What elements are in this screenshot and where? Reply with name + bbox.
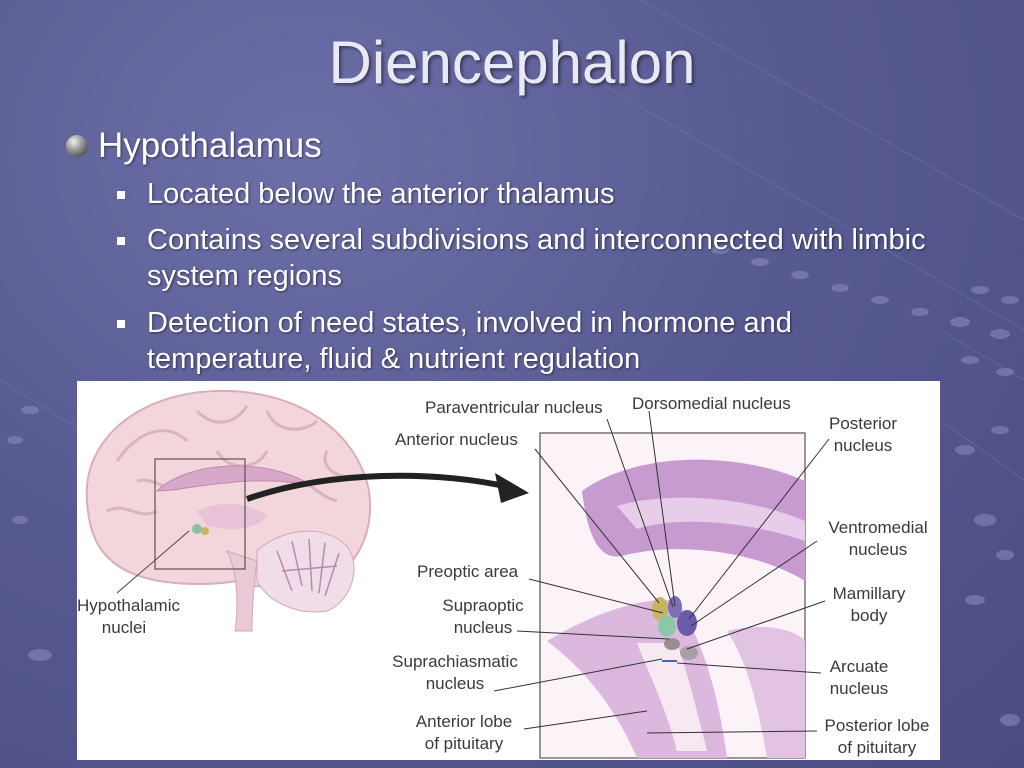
bullet-hypothalamus: Hypothalamus — [66, 126, 322, 166]
subbullet-text: Located below the anterior thalamus — [147, 178, 615, 210]
slide-title: Diencephalon — [328, 29, 696, 96]
bullet-orb-icon — [66, 135, 88, 157]
square-bullet-icon — [117, 191, 125, 199]
square-bullet-icon — [117, 237, 125, 245]
subbullet-2: Contains several subdivisions and interc… — [115, 222, 935, 294]
square-bullet-icon — [117, 320, 125, 328]
label-dorsomedial: Dorsomedial nucleus — [632, 394, 791, 413]
subbullet-text: Contains several subdivisions and interc… — [147, 224, 926, 292]
subbullet-1: Located below the anterior thalamus — [115, 176, 615, 212]
label-anterior-nucleus: Anterior nucleus — [395, 430, 518, 449]
brain-sagittal — [85, 389, 372, 632]
leader-lines — [493, 410, 830, 734]
zoomed-hypothalamus — [539, 432, 806, 759]
label-paraventricular: Paraventricular nucleus — [425, 398, 603, 417]
bullet-text: Hypothalamus — [98, 126, 322, 165]
subbullet-text: Detection of need states, involved in ho… — [147, 307, 792, 375]
label-preoptic: Preoptic area — [417, 562, 519, 581]
subbullet-3: Detection of need states, involved in ho… — [115, 305, 935, 377]
hypothalamus-illustration — [85, 389, 830, 759]
